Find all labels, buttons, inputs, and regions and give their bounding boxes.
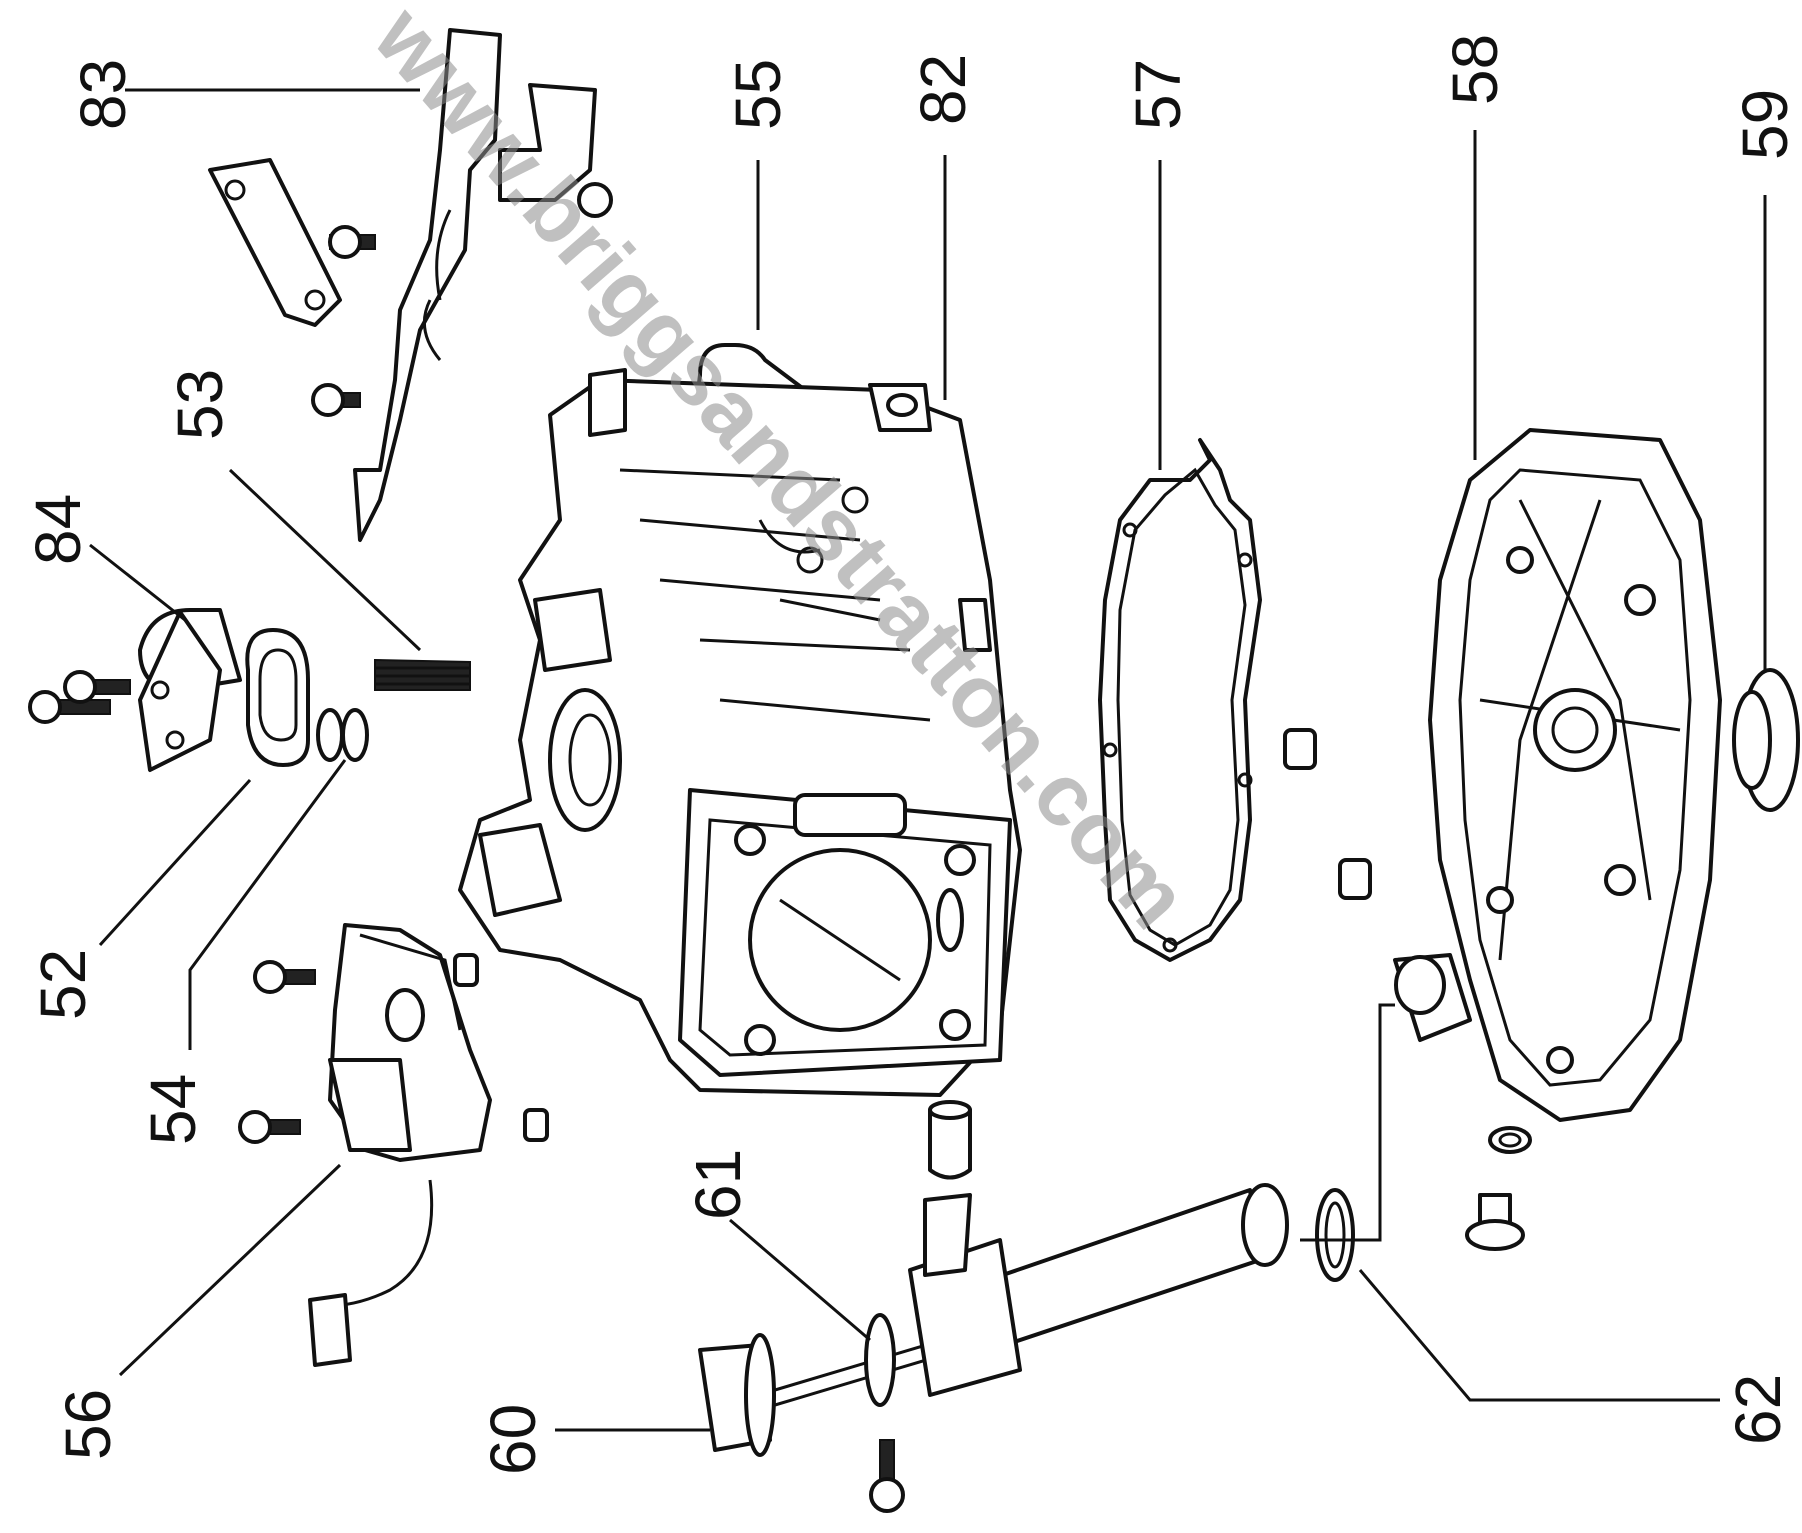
callout-labels: 83 55 82 57 58 59 53 84 52 54 56 61 60 6…	[22, 34, 1801, 1475]
part-52-gasket	[245, 628, 310, 767]
part-fill-tube	[869, 1183, 1289, 1513]
callout-60: 60	[477, 1404, 549, 1475]
callout-83: 83	[67, 59, 139, 130]
callout-54: 54	[137, 1074, 209, 1145]
part-59-oil-seal	[1732, 668, 1800, 812]
part-53-spring	[374, 658, 471, 691]
part-82-engine-block	[458, 368, 1022, 1180]
callout-53: 53	[164, 369, 236, 440]
part-61-washer	[864, 1313, 896, 1407]
callout-55: 55	[722, 59, 794, 130]
part-56-oil-sensor	[238, 923, 549, 1367]
part-54-o-rings	[316, 708, 369, 762]
part-57-gasket	[1098, 438, 1372, 962]
part-83-control-bracket	[208, 28, 613, 542]
callout-57: 57	[1122, 59, 1194, 130]
callout-56: 56	[52, 1389, 124, 1460]
callout-62: 62	[1722, 1374, 1794, 1445]
part-58-crankcase-cover	[1393, 428, 1722, 1251]
callout-61: 61	[682, 1149, 754, 1220]
callout-59: 59	[1729, 89, 1801, 160]
callout-58: 58	[1439, 34, 1511, 105]
leader-lines	[89, 88, 1767, 1432]
part-62-o-ring	[1315, 1188, 1355, 1282]
callout-82: 82	[907, 54, 979, 125]
part-84-cover	[28, 608, 242, 772]
callout-52: 52	[27, 949, 99, 1020]
callout-84: 84	[22, 494, 94, 565]
